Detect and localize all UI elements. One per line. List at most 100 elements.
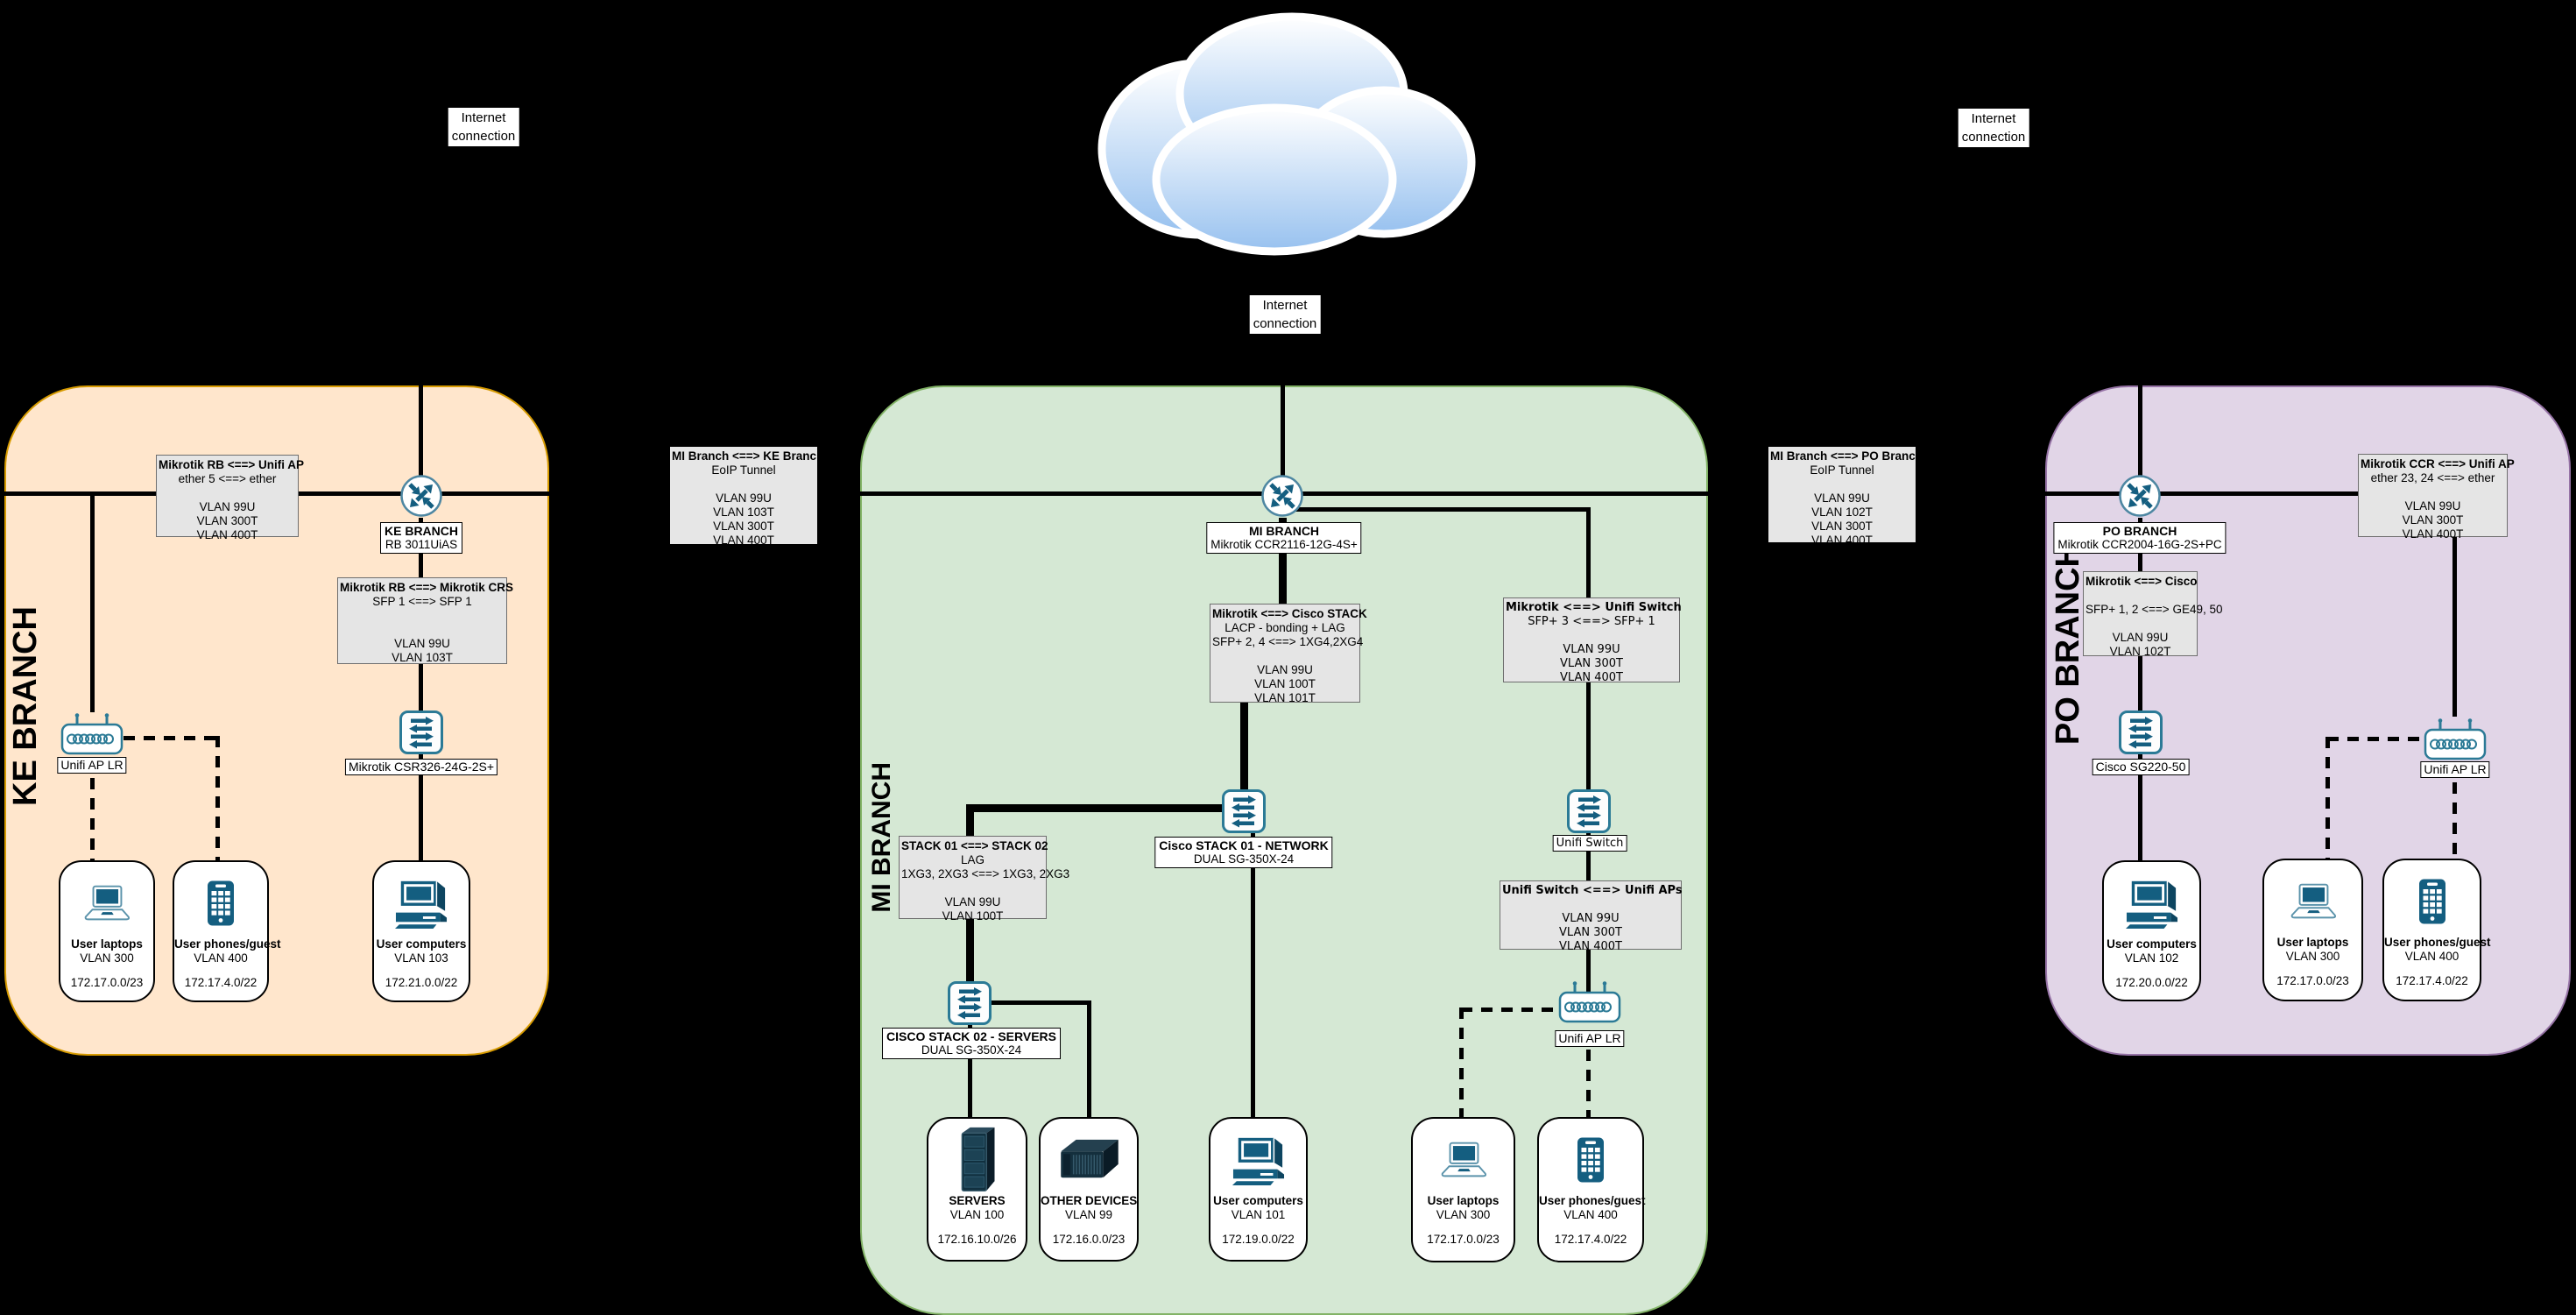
mi-link-box-unifi-aps: Unifi Switch <==> Unifi APs VLAN 99U VLA… (1500, 880, 1683, 953)
link-box-ports: 1XG3, 2XG3 <==> 1XG3, 2XG3 (901, 867, 1070, 880)
link-box-vlan: VLAN 99U (2112, 631, 2169, 644)
mi-ap-to-laptops-dashed-line-h (1461, 1007, 1559, 1012)
link-box-ports: SFP+ 1, 2 <==> GE49, 50 (2086, 603, 2223, 616)
tunnel-subtitle: EoIP Tunnel (1810, 463, 1874, 477)
ke-router-label: KE BRANCH RB 3011UiAS (380, 522, 462, 554)
spacer (1770, 477, 1914, 491)
po-switch-icon (2119, 711, 2163, 754)
endpoint-subnet: 172.20.0.0/22 (2115, 976, 2188, 989)
endpoint-name: User laptops (71, 937, 143, 951)
endpoint-vlan: VLAN 400 (1563, 1208, 1618, 1221)
spacer (672, 477, 815, 491)
mi-stack01-to-stack02-line-h (966, 804, 1246, 812)
link-box-line: LAG (960, 853, 985, 866)
mi-stack02-to-other-line-v (1087, 1000, 1091, 1117)
mi-endpoint-other-devices: OTHER DEVICES VLAN 99 172.16.0.0/23 (1039, 1117, 1139, 1262)
link-box-vlan: VLAN 99U (2404, 499, 2461, 513)
internet-connection-label-center: Internet connection (1249, 295, 1321, 334)
mi-unifi-ap-icon (1558, 979, 1621, 1023)
po-ap-to-laptops-dashed-line-h (2327, 737, 2424, 741)
link-box-title: Mikrotik RB <==> Unifi AP (159, 458, 305, 471)
link-box-title: Mikrotik CCR <==> Unifi AP (2361, 457, 2515, 470)
internet-label-line2: connection (451, 129, 516, 144)
internet-label-line2: connection (1253, 316, 1317, 331)
spacer (2086, 589, 2195, 603)
mi-router-name: MI BRANCH (1248, 524, 1320, 538)
mi-link-box-cisco-stack: Mikrotik <==> Cisco STACK LACP - bonding… (1210, 604, 1367, 704)
spacer (2086, 617, 2195, 631)
ke-ap-to-phones-dashed-line-v (215, 736, 220, 860)
po-router-icon (2118, 474, 2162, 518)
tunnel-title: MI Branch <==> KE Branch (672, 449, 824, 463)
ke-link-box-rb-crs: Mikrotik RB <==> Mikrotik CRS SFP 1 <==>… (337, 577, 514, 664)
internet-label-line1: Internet (1971, 111, 2016, 126)
mi-router-icon (1260, 474, 1304, 518)
spacer (1502, 898, 1679, 912)
link-box-ports: SFP+ 3 <==> SFP+ 1 (1528, 615, 1655, 628)
ke-link-box-rb-ap: Mikrotik RB <==> Unifi AP ether 5 <==> e… (156, 455, 305, 541)
mi-stack02-model: DUAL SG-350X-24 (921, 1043, 1022, 1057)
tunnel-vlan: VLAN 300T (713, 520, 774, 533)
spacer (340, 609, 505, 623)
ke-router-model: RB 3011UiAS (385, 538, 458, 551)
po-switch-label: Cisco SG220-50 (2092, 759, 2190, 775)
mi-stack01-to-computers-line (1251, 833, 1255, 1117)
link-box-title: Mikrotik RB <==> Mikrotik CRS (340, 581, 514, 594)
spacer (1212, 649, 1358, 663)
link-box-line: LACP - bonding + LAG (1224, 621, 1345, 634)
mi-stack-box-to-stack01-line (1240, 701, 1248, 791)
ke-endpoint-user-computers: User computers VLAN 103 172.21.0.0/22 (372, 860, 470, 1002)
internet-label-line2: connection (1961, 130, 2026, 145)
link-box-title: Unifi Switch <==> Unifi APs (1502, 884, 1683, 897)
mi-stack01-model: DUAL SG-350X-24 (1193, 852, 1295, 866)
link-box-ports: SFP+ 2, 4 <==> 1XG4,2XG4 (1212, 635, 1364, 648)
ke-crs-box-to-switch-line (419, 664, 423, 711)
mi-branch-title: MI BRANCH (867, 762, 896, 913)
internet-label-line1: Internet (461, 110, 506, 125)
spacer (159, 486, 296, 500)
endpoint-name: User phones/guest (1539, 1194, 1646, 1207)
link-box-vlan: VLAN 99U (199, 500, 256, 513)
po-router-label: PO BRANCH Mikrotik CCR2004-16G-2S+PC (2053, 522, 2227, 554)
po-ap-to-laptops-dashed-line-v (2325, 737, 2330, 860)
tunnel-vlan: VLAN 103T (713, 505, 774, 519)
link-box-vlan: VLAN 99U (1562, 912, 1620, 925)
ke-backbone-to-ap-line (90, 493, 95, 712)
tunnel-vlan: VLAN 99U (1814, 491, 1870, 505)
link-box-vlan: VLAN 300T (2402, 513, 2464, 527)
mi-stack02-to-servers-line (968, 1025, 972, 1117)
link-box-ports: SFP 1 <==> SFP 1 (372, 595, 472, 608)
tunnel-subtitle: EoIP Tunnel (711, 463, 776, 477)
endpoint-name: User laptops (2276, 936, 2349, 949)
endpoint-name: User phones/guest (174, 937, 281, 951)
mi-router-to-stack-box-line (1279, 518, 1287, 604)
endpoint-name: User laptops (1427, 1194, 1500, 1207)
link-box-vlan: VLAN 400T (2402, 527, 2464, 541)
po-link-box-ccr-ap: Mikrotik CCR <==> Unifi AP ether 23, 24 … (2358, 454, 2515, 541)
mi-link-box-stack01-stack02: STACK 01 <==> STACK 02 LAG 1XG3, 2XG3 <=… (899, 836, 1070, 923)
mi-router-model: Mikrotik CCR2116-12G-4S+ (1210, 538, 1358, 551)
link-box-vlan: VLAN 400T (1559, 940, 1622, 953)
ke-switch-icon (399, 711, 443, 754)
endpoint-subnet: 172.17.0.0/23 (70, 976, 144, 989)
po-link-box-cisco: Mikrotik <==> Cisco SFP+ 1, 2 <==> GE49,… (2083, 571, 2223, 658)
mi-ap-to-phones-dashed-line (1586, 1050, 1591, 1117)
mi-stack01-label: Cisco STACK 01 - NETWORK DUAL SG-350X-24 (1154, 837, 1333, 868)
po-router-to-ap-line (2452, 496, 2457, 717)
tunnel-vlan: VLAN 400T (1811, 534, 1873, 547)
mi-link-box-unifi-switch: Mikrotik <==> Unifi Switch SFP+ 3 <==> S… (1503, 597, 1682, 684)
endpoint-vlan: VLAN 100 (949, 1208, 1005, 1221)
mi-ap-to-laptops-dashed-line-v (1459, 1007, 1464, 1117)
endpoint-vlan: VLAN 400 (2404, 950, 2460, 963)
mi-unifi-switch-to-aps-box-line (1586, 831, 1591, 880)
laptop-icon (60, 869, 153, 937)
mi-unifi-switch-label: Unifi Switch (1552, 835, 1627, 852)
link-box-vlan: VLAN 99U (1257, 663, 1313, 676)
endpoint-subnet: 172.16.10.0/26 (937, 1233, 1017, 1246)
link-box-ports: ether 5 <==> ether (178, 472, 277, 485)
po-cisco-box-to-switch-line (2138, 656, 2142, 711)
endpoint-vlan: VLAN 300 (1436, 1208, 1491, 1221)
mi-router-label: MI BRANCH Mikrotik CCR2116-12G-4S+ (1206, 522, 1362, 554)
ke-router-icon (399, 474, 443, 518)
